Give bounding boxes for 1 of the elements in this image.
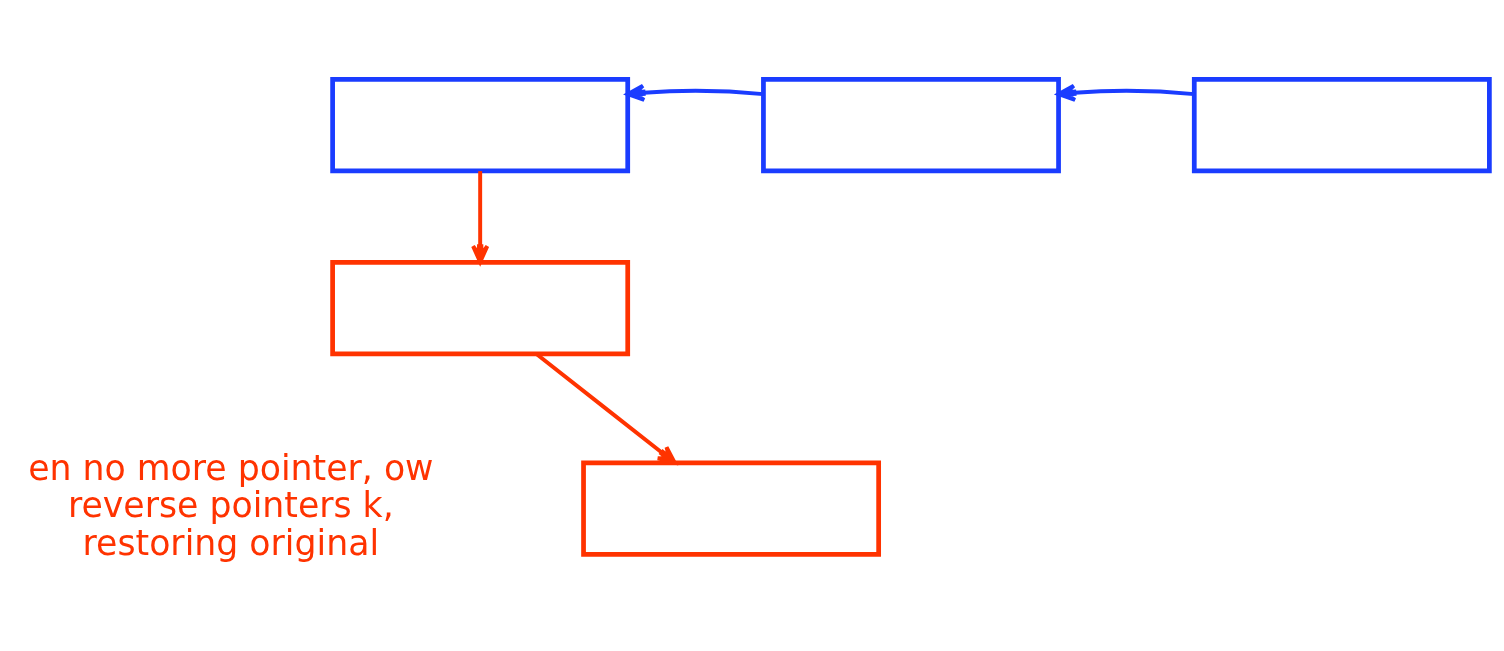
label: en no more pointer, ow reverse pointers k, restoring original [28,447,434,564]
